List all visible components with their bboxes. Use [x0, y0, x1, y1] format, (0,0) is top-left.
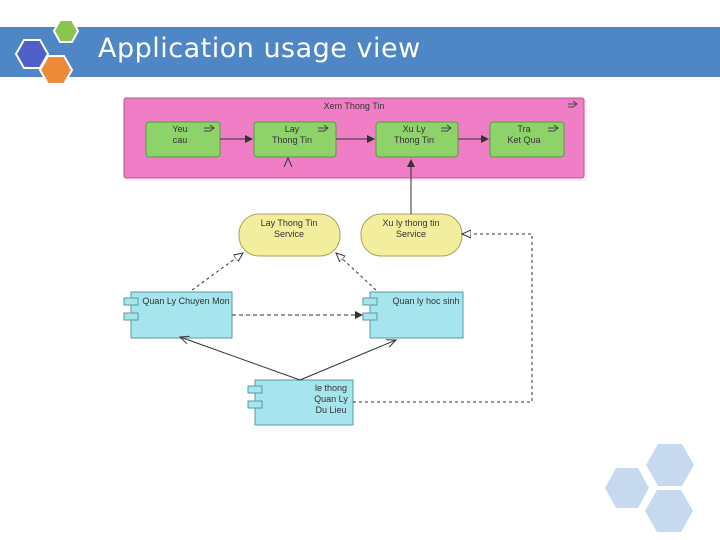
- service-label-line1: Xu ly thong tin: [382, 218, 439, 228]
- service-label-line1: Lay Thong Tin: [261, 218, 318, 228]
- component-label-line1: le thong: [315, 383, 347, 393]
- step-arrow-icon: [318, 124, 329, 132]
- usage-arrow-icon: [283, 156, 293, 168]
- component-quan-ly-du-lieu: le thong Quan Ly Du Lieu: [247, 379, 354, 426]
- step-xu-ly-thong-tin: Xu Ly Thong Tin: [375, 121, 459, 158]
- step-label-line1: Yeu: [172, 124, 187, 134]
- service-lay-thong-tin: Lay Thong Tin Service: [238, 213, 341, 257]
- container-label: Xem Thong Tin: [324, 101, 385, 111]
- step-label-line1: Xu Ly: [403, 124, 426, 134]
- step-label-line2: Thong Tin: [272, 135, 312, 145]
- step-label-line1: Lay: [285, 124, 300, 134]
- service-label-line2: Service: [274, 229, 304, 239]
- step-arrow-icon: [441, 124, 452, 132]
- component-label: Quan Ly Chuyen Mon: [142, 296, 229, 306]
- decorative-hexagons-icon: [605, 444, 694, 532]
- service-xu-ly-thong-tin: Xu ly thong tin Service: [360, 213, 463, 257]
- component-label: Quan ly hoc sinh: [392, 296, 459, 306]
- component-label-line2: Quan Ly: [314, 394, 348, 404]
- step-arrow-icon: [548, 124, 559, 132]
- step-tra-ket-qua: Tra Ket Qua: [489, 121, 565, 158]
- step-label-line2: Thong Tin: [394, 135, 434, 145]
- component-label-line3: Du Lieu: [315, 405, 346, 415]
- slide-title: Application usage view: [98, 33, 421, 64]
- step-arrow-icon: [204, 124, 215, 132]
- dependency-arrow: [180, 337, 301, 381]
- step-lay-thong-tin: Lay Thong Tin: [253, 121, 337, 158]
- step-label-line2: cau: [173, 135, 188, 145]
- realization-arrow: [191, 253, 243, 291]
- process-container: Xem Thong Tin: [123, 97, 587, 181]
- hexagon-logo-icon: [14, 19, 80, 85]
- component-quan-ly-hoc-sinh: Quan ly hoc sinh: [362, 291, 464, 339]
- step-yeu-cau: Yeu cau: [145, 121, 221, 158]
- realization-arrow: [336, 253, 377, 291]
- service-label-line2: Service: [396, 229, 426, 239]
- header-bar: [0, 27, 720, 77]
- container-arrow-icon: [568, 100, 578, 108]
- dependency-arrow: [299, 340, 396, 381]
- component-quan-ly-chuyen-mon: Quan Ly Chuyen Mon: [123, 291, 233, 339]
- step-label-line1: Tra: [517, 124, 530, 134]
- step-label-line2: Ket Qua: [507, 135, 540, 145]
